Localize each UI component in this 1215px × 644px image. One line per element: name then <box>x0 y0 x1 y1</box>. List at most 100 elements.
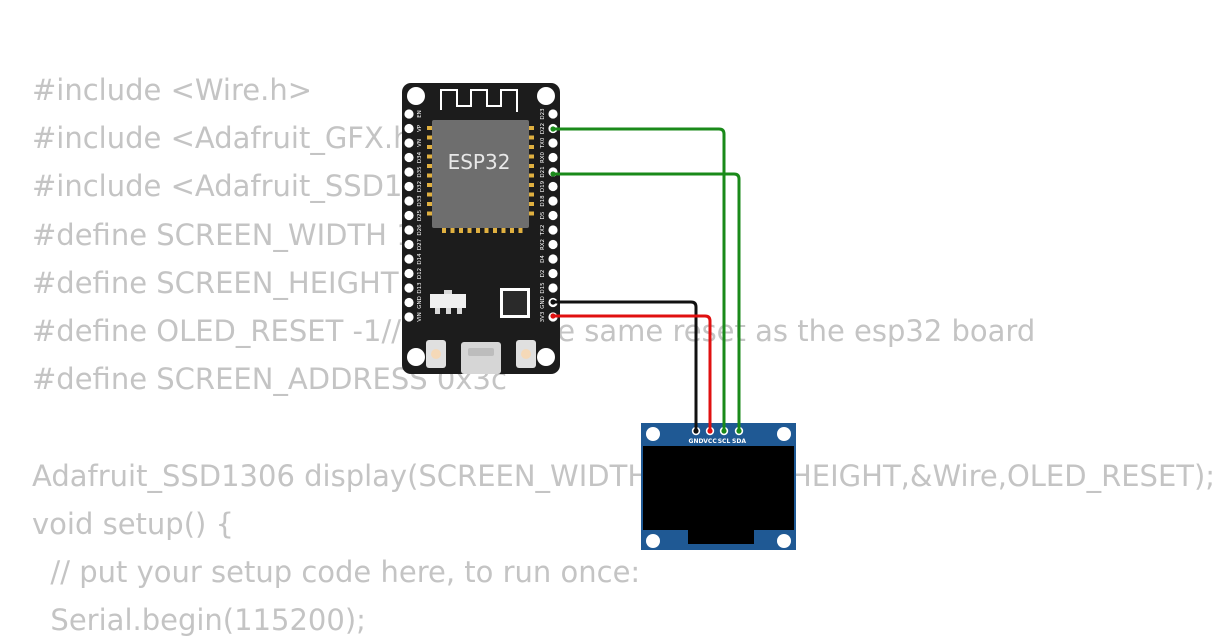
esp32-pin-label: VN <box>417 139 423 147</box>
module-pad <box>427 145 433 149</box>
regulator-tab <box>444 290 452 296</box>
module-pad <box>427 202 433 206</box>
wire-gnd-gnd[interactable] <box>553 300 698 431</box>
module-pad <box>501 227 506 233</box>
wire-d22-scl[interactable] <box>553 127 726 431</box>
wire-endpoints <box>550 126 742 434</box>
wire-end-dot <box>550 313 556 319</box>
esp32-pin-label: D18 <box>540 195 546 207</box>
esp32-pin-label: D13 <box>417 282 423 294</box>
esp32-pin-en[interactable] <box>404 109 414 119</box>
esp32-pin-d4[interactable] <box>548 254 558 264</box>
code-line: #include <Wire.h> <box>32 73 313 107</box>
wire-end-dot <box>550 171 556 177</box>
esp32-pin-d13[interactable] <box>404 283 414 293</box>
wire-3v3-vcc[interactable] <box>553 314 712 431</box>
esp32-pin-label: D4 <box>540 255 546 263</box>
oled-pin-label: GND <box>689 438 704 445</box>
esp32-pin-vn[interactable] <box>404 138 414 148</box>
en-button-icon <box>431 349 441 359</box>
esp32-mount-hole <box>407 348 425 366</box>
module-pad <box>528 154 534 159</box>
wire-end-dot <box>736 428 742 434</box>
esp32-pin-tx2[interactable] <box>548 225 558 235</box>
wire-end-dot <box>550 299 556 305</box>
regulator-leg <box>446 308 451 314</box>
module-pad <box>450 227 455 233</box>
esp32-pin-label: VP <box>417 124 423 132</box>
oled-mount-hole <box>777 427 791 441</box>
module-pad <box>427 192 433 197</box>
wire-end-dot <box>693 428 699 434</box>
micro-usb-port[interactable] <box>461 342 501 374</box>
esp32-pin-label: GND <box>417 296 423 309</box>
oled-pin-label: VCC <box>703 438 717 445</box>
code-line: #define SCREEN_ADDRESS 0x3c <box>32 362 507 397</box>
esp32-pin-tx0[interactable] <box>548 138 558 148</box>
module-pad <box>484 227 489 233</box>
esp32-pin-d2[interactable] <box>548 268 558 279</box>
module-pad <box>510 227 514 233</box>
code-line: void setup() { <box>32 506 234 541</box>
esp32-pin-label: D21 <box>540 166 546 177</box>
module-pad <box>528 145 534 149</box>
esp32-pin-label: D26 <box>417 224 423 236</box>
esp32-pin-d35[interactable] <box>404 167 414 177</box>
esp32-board[interactable]: ESP32 ENVPVND34D35D32D33D25D26D27D14D12D… <box>402 83 560 374</box>
module-pad <box>528 183 534 187</box>
wire-end-dot <box>550 126 556 132</box>
esp32-module <box>432 120 529 228</box>
esp32-pin-d5[interactable] <box>548 210 558 221</box>
esp32-pin-d26[interactable] <box>404 225 414 235</box>
module-pad <box>427 173 433 178</box>
esp32-pin-d33[interactable] <box>404 196 414 206</box>
esp32-pin-label: D35 <box>417 166 423 178</box>
oled-ribbon <box>688 530 754 544</box>
esp32-pin-d25[interactable] <box>404 210 414 221</box>
esp32-pin-d14[interactable] <box>404 254 414 264</box>
esp32-pin-label: D23 <box>540 108 546 120</box>
esp32-pin-d34[interactable] <box>404 152 414 163</box>
oled-mount-hole <box>646 534 660 548</box>
wires <box>553 127 741 431</box>
module-pad <box>528 211 534 216</box>
code-line: Serial.begin(115200); <box>32 603 366 638</box>
esp32-mount-hole <box>407 87 425 105</box>
circuit-diagram: ESP32 ENVPVND34D35D32D33D25D26D27D14D12D… <box>402 83 796 550</box>
module-pad <box>528 135 534 140</box>
esp32-pin-vin[interactable] <box>404 312 414 322</box>
esp32-pin-label: D2 <box>540 270 546 278</box>
esp32-pin-label: TX0 <box>540 137 546 149</box>
code-line: // put your setup code here, to run once… <box>32 554 641 589</box>
esp32-pin-label: D22 <box>540 123 546 134</box>
esp32-pin-rx2[interactable] <box>548 239 558 250</box>
wire-d21-sda[interactable] <box>553 172 741 431</box>
esp32-pin-d19[interactable] <box>548 181 558 192</box>
module-pad <box>528 164 534 168</box>
esp32-pin-d27[interactable] <box>404 239 414 250</box>
boot-button-icon <box>521 349 531 359</box>
esp32-pin-d18[interactable] <box>548 196 558 206</box>
code-editor-background: #include <Wire.h>#include <Adafruit_GFX.… <box>32 66 1215 637</box>
esp32-pin-label: RX2 <box>540 239 546 250</box>
esp32-pin-d12[interactable] <box>404 268 414 279</box>
esp32-pin-gnd[interactable] <box>404 297 414 308</box>
module-pad <box>427 126 433 130</box>
module-pad <box>459 227 463 233</box>
module-pad <box>528 202 534 206</box>
module-pads <box>427 126 534 233</box>
esp32-pin-d32[interactable] <box>404 181 414 192</box>
esp32-pin-vp[interactable] <box>404 123 414 134</box>
oled-pin-label: SDA <box>732 438 746 445</box>
module-pad <box>442 227 446 233</box>
usb-opening <box>468 348 494 356</box>
esp32-pin-label: D5 <box>540 211 546 219</box>
esp32-pin-d23[interactable] <box>548 109 558 119</box>
oled-pin-label: SCL <box>718 438 731 445</box>
esp32-pin-rx0[interactable] <box>548 152 558 163</box>
esp32-pin-d15[interactable] <box>548 283 558 293</box>
esp32-pin-label: VIN <box>417 312 423 322</box>
module-pad <box>427 211 433 216</box>
esp32-pin-label: D14 <box>417 253 423 265</box>
